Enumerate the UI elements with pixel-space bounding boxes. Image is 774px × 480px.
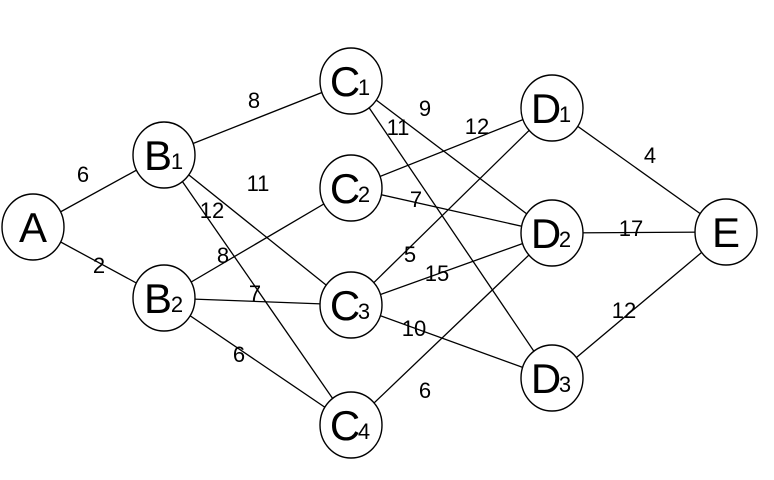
node-circle [520,344,584,412]
node-letter: C [330,165,360,212]
edge-weight-c3-d2: 15 [425,261,449,286]
node-letter: B [144,132,172,179]
edge-c3-d2 [350,232,553,306]
edge-weight-b2-c4: 6 [233,342,245,367]
edge-weight-a-b1: 6 [77,162,89,187]
edge-c4-d2 [350,232,553,426]
edge-weight-c1-d2: 9 [419,96,431,121]
edge-b2-c2 [163,187,352,299]
node-circle [319,391,383,459]
node-circle [520,74,584,142]
node-letter: B [144,275,172,322]
edge-weight-b1-c1: 8 [248,88,260,113]
node-subscript: 1 [171,149,183,174]
edge-c1-d3 [350,80,553,379]
edge-b1-c1 [163,80,352,156]
node-c3: C3 [319,271,383,339]
node-letter: C [330,58,360,105]
node-subscript: 3 [559,372,571,397]
node-letter: D [531,355,561,402]
edge-c2-d2 [350,187,553,234]
node-circle [694,198,758,266]
node-circle [319,154,383,222]
edge-weight-c3-d3: 10 [402,316,426,341]
edge-weight-d2-e: 17 [619,216,643,241]
edge-c3-d3 [350,304,553,379]
node-circle [319,271,383,339]
edge-weight-b1-c3: 11 [247,171,270,196]
node-circle [319,47,383,115]
node-subscript: 2 [358,182,370,207]
node-d3: D3 [520,344,584,412]
edge-weight-c4-d2: 6 [419,378,431,403]
edge-d1-e [551,107,727,233]
node-subscript: 1 [559,102,571,127]
edge-weight-d3-e: 12 [612,298,636,323]
edge-weight-c2-d1: 12 [465,114,489,139]
node-c4: C4 [319,391,383,459]
node-subscript: 4 [358,419,370,444]
node-letter: E [712,209,740,256]
edge-c1-d2 [350,80,553,234]
node-circle [520,199,584,267]
edge-weight-b2-c2: 8 [217,243,229,268]
edge-b1-c3 [163,154,352,306]
edge-c2-d1 [350,107,553,189]
node-b2: B2 [132,264,196,332]
node-circle [132,264,196,332]
node-subscript: 2 [171,292,183,317]
node-letter: C [330,402,360,449]
node-c2: C2 [319,154,383,222]
node-letter: A [19,204,47,251]
node-e: E [694,198,758,266]
node-d1: D1 [520,74,584,142]
node-subscript: 1 [358,75,370,100]
edge-weight-c2-d2: 7 [410,187,422,212]
edge-b2-c4 [163,297,352,426]
node-b1: B1 [132,121,196,189]
edges-layer [32,80,727,426]
edge-weight-a-b2: 2 [93,253,105,278]
edge-weight-d1-e: 4 [644,143,656,168]
edge-weight-b2-c3: 7 [249,281,261,306]
node-circle [132,121,196,189]
node-a: A [1,193,65,261]
node-circle [1,193,65,261]
node-letter: D [531,85,561,132]
edge-b1-c4 [163,154,352,426]
node-letter: C [330,282,360,329]
edge-c3-d1 [350,107,553,306]
node-d2: D2 [520,199,584,267]
edge-weight-c1-d3: 11 [387,115,410,140]
node-subscript: 3 [358,299,370,324]
node-c1: C1 [319,47,383,115]
node-letter: D [531,210,561,257]
edge-d3-e [551,231,727,379]
edge-weight-c3-d1: 5 [404,242,416,267]
edge-weight-b1-c4: 12 [200,198,224,223]
node-subscript: 2 [559,227,571,252]
